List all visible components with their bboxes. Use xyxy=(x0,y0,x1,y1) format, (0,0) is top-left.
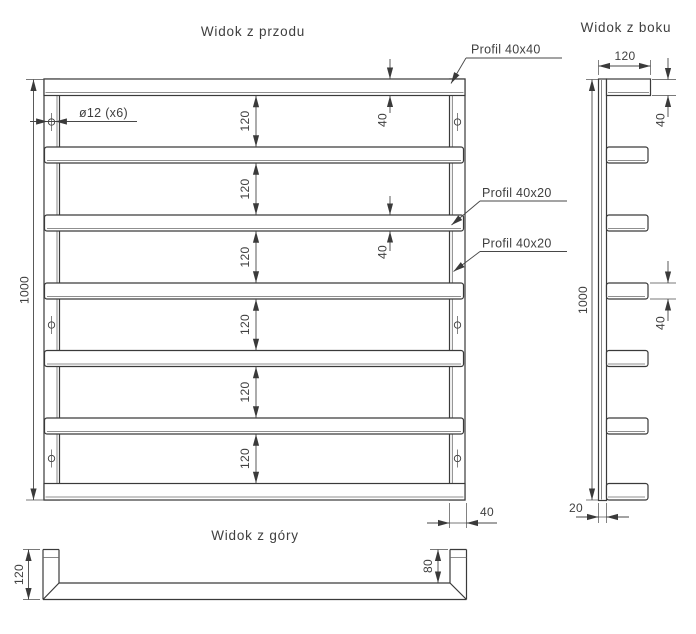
front-bottom-rail xyxy=(43,482,466,501)
spacing-value: 120 xyxy=(238,247,252,268)
top-offset-value: 80 xyxy=(421,559,435,573)
side-view-title: Widok z boku xyxy=(581,20,672,35)
side-stub xyxy=(605,282,649,300)
side-plate-value: 20 xyxy=(569,501,583,515)
side-view: Widok z boku 120 xyxy=(569,20,676,523)
front-rail xyxy=(43,349,465,368)
top-rail-40-value: 40 xyxy=(376,113,390,127)
side-dim-mid-profile: 40 xyxy=(650,261,676,330)
side-depth-value: 120 xyxy=(615,49,636,63)
front-view-title: Widok z przodu xyxy=(201,24,305,39)
top-view-title: Widok z góry xyxy=(211,528,299,543)
top-depth-value: 120 xyxy=(12,564,26,585)
side-dim-overall-height: 1000 xyxy=(576,79,598,501)
side-stubs xyxy=(605,78,652,501)
front-rail xyxy=(43,146,465,164)
front-height-value: 1000 xyxy=(18,276,32,304)
side-dim-depth: 120 xyxy=(598,49,651,75)
side-dim-plate: 20 xyxy=(569,501,629,523)
side-height-value: 1000 xyxy=(576,286,590,314)
spacing-value: 120 xyxy=(238,314,252,335)
side-stub xyxy=(605,417,649,435)
side-top-40-value: 40 xyxy=(654,113,668,127)
spacing-value: 120 xyxy=(238,448,252,469)
side-bottom-stub xyxy=(605,482,649,501)
profil-40x40-label: Profil 40x40 xyxy=(471,43,541,57)
front-dim-rail-spacings: 120 120 120 120 120 120 xyxy=(238,95,260,484)
side-mid-40-value: 40 xyxy=(654,316,668,330)
front-view: Widok z przodu xyxy=(18,24,567,528)
front-rail xyxy=(43,214,465,232)
side-plate xyxy=(597,78,608,502)
front-dim-mid-rail: 40 xyxy=(376,196,394,259)
front-dim-overall-height: 1000 xyxy=(18,79,44,501)
side-dim-top-profile: 40 xyxy=(652,58,676,127)
hole-callout-label: ø12 (x6) xyxy=(79,106,128,120)
front-dim-top-rail: 40 xyxy=(376,59,394,127)
side-top-stub xyxy=(605,78,652,97)
post-width-value: 40 xyxy=(480,505,494,519)
mid-rail-40-value: 40 xyxy=(376,245,390,259)
top-view-outline xyxy=(42,548,468,601)
callout-profil-40x20-post: Profil 40x20 xyxy=(453,237,567,272)
profil-40x20-post-label: Profil 40x20 xyxy=(482,237,552,251)
side-stub xyxy=(605,214,649,232)
front-top-rail xyxy=(43,78,466,97)
top-view: Widok z góry 120 xyxy=(12,528,468,601)
top-dim-offset: 80 xyxy=(421,549,448,583)
front-rail xyxy=(43,417,465,435)
profil-40x20-rail-label: Profil 40x20 xyxy=(482,186,552,200)
front-dim-post-width: 40 xyxy=(427,503,497,528)
side-stub xyxy=(605,349,649,368)
front-rails xyxy=(43,146,465,435)
mounting-holes xyxy=(47,113,462,468)
spacing-value: 120 xyxy=(238,382,252,403)
side-stub xyxy=(605,146,649,164)
spacing-value: 120 xyxy=(238,111,252,132)
front-rail xyxy=(43,282,465,300)
callout-profil-40x40: Profil 40x40 xyxy=(450,43,562,84)
top-dim-depth: 120 xyxy=(12,549,40,600)
hole-callout: ø12 (x6) xyxy=(30,106,137,125)
callout-profil-40x20-rail: Profil 40x20 xyxy=(451,186,567,226)
spacing-value: 120 xyxy=(238,179,252,200)
